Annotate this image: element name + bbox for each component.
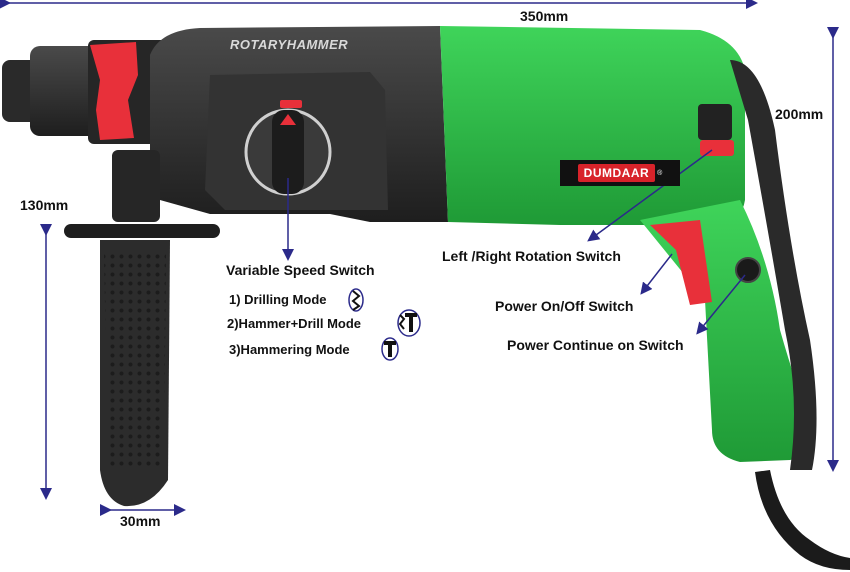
- power-arrow: [640, 253, 673, 295]
- model-text: ROTARYHAMMER: [230, 37, 349, 52]
- registered-mark: ®: [657, 169, 663, 177]
- mode-label-drilling: 1) Drilling Mode: [229, 292, 327, 307]
- chuck: [2, 40, 168, 144]
- power-switch-label: Power On/Off Switch: [495, 298, 634, 314]
- power-trigger: [650, 220, 712, 305]
- brand-name: DUMDAAR: [577, 164, 656, 182]
- variable-speed-label: Variable Speed Switch: [226, 262, 375, 278]
- rotation-switch-label: Left /Right Rotation Switch: [442, 248, 621, 264]
- height-label: 200mm: [775, 106, 824, 122]
- hammer-icon: [381, 337, 399, 361]
- mode-dial: [244, 100, 332, 196]
- rotation-switch: [700, 140, 734, 156]
- handle-width-label: 30mm: [120, 513, 161, 529]
- mode-label-hammering: 3)Hammering Mode: [229, 342, 350, 357]
- callout-lines: [282, 149, 746, 335]
- drill-bit-icon: [348, 288, 364, 312]
- side-handle: [64, 150, 220, 507]
- chuck-release-clip: [90, 42, 138, 140]
- continue-arrow: [696, 274, 746, 335]
- handle-length-label: 130mm: [20, 197, 69, 213]
- length-label: 350mm: [520, 8, 569, 24]
- brand-badge: DUMDAAR®: [560, 160, 680, 186]
- mode-label-hammer-drill: 2)Hammer+Drill Mode: [227, 316, 362, 331]
- hammer-drill-icon: [397, 309, 421, 337]
- dimension-lines: [0, 0, 839, 516]
- continue-switch-label: Power Continue on Switch: [507, 337, 684, 353]
- grip-back-strip: [730, 60, 817, 470]
- rotation-arrow: [587, 149, 713, 242]
- continue-lock-button: [735, 257, 761, 283]
- power-cord: [755, 470, 850, 570]
